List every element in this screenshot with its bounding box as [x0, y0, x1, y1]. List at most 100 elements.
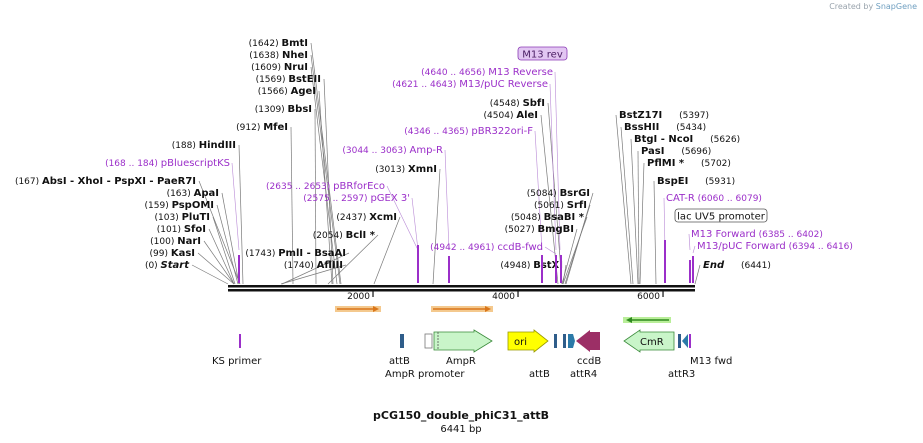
site-apai: (163) ApaI [167, 188, 219, 199]
site-name: BtgI - NcoI [634, 134, 693, 145]
m13-fwd-feature [689, 334, 691, 348]
svg-text:M13/pUC Forward (6394 .. 641: M13/pUC Forward (6394 .. 6416) [697, 241, 853, 252]
svg-text:(4548) SbfI: (4548) SbfI [490, 98, 545, 109]
m13-rev-box-text: M13 rev [522, 50, 563, 61]
lac-uv5-promoter-box-text: lac UV5 promoter [677, 212, 766, 223]
site-name: PluTI [182, 212, 210, 223]
site-position: (5626) [707, 135, 740, 145]
site-position: (4504) [484, 111, 517, 121]
primer-range: (4640 .. 4656) [421, 68, 488, 78]
svg-text:PasI (5696): PasI (5696) [641, 146, 711, 157]
site-position: (5061) [534, 201, 567, 211]
primer-label-9: M13 Forward (6385 .. 6402) [691, 229, 823, 240]
site-name: BsrGI [560, 188, 590, 199]
site-absi: (167) AbsI - XhoI - PspXI - PaeR7I [15, 176, 196, 187]
primer-range: (6060 .. 6079) [695, 194, 762, 204]
site-connector [694, 264, 701, 285]
lac-uv5-promoter-box [674, 208, 768, 223]
site-position: (1609) [251, 63, 284, 73]
primer-label-8: CAT-R (6060 .. 6079) [666, 193, 762, 204]
site-pmli: (1743) PmlI - BsaAI [245, 248, 346, 259]
site-position: (2437) [336, 213, 369, 223]
svg-text:(100) NarI: (100) NarI [150, 236, 201, 247]
site-position: (6441) [738, 261, 771, 271]
site-connector [562, 216, 588, 285]
primer-label-4: (4640 .. 4656) M13 Reverse [421, 67, 553, 78]
site-name: AgeI [291, 86, 316, 97]
svg-text:(4640 .. 4656) M13 Reverse: (4640 .. 4656) M13 Reverse [421, 67, 553, 78]
primer-range: (4942 .. 4961) [430, 243, 497, 253]
site-nhei: (1638) NheI [249, 50, 308, 61]
site-xmni: (3013) XmnI [375, 164, 437, 175]
primer-name: pBRforEco [333, 181, 385, 192]
primer-name: ccdB-fwd [497, 242, 543, 253]
primer-name: pBluescriptKS [161, 158, 230, 169]
site-connector [562, 264, 567, 285]
primer-range: (6394 .. 6416) [786, 242, 853, 252]
svg-text:(1740) AflIII: (1740) AflIII [284, 260, 343, 271]
site-bmgbi: (5027) BmgBI [505, 224, 574, 235]
svg-text:BstZ17I (5397): BstZ17I (5397) [619, 110, 709, 121]
site-position: (100) [150, 237, 177, 247]
site-position: (5048) [511, 213, 544, 223]
site-position: (2054) [313, 231, 346, 241]
site-name: BspEI [657, 176, 688, 187]
site-connector [310, 66, 338, 285]
site-name: BbsI [288, 104, 312, 115]
primer-connector [544, 246, 557, 255]
site-name: AleI [516, 110, 538, 121]
site-connector [432, 168, 441, 285]
site-name: NheI [282, 50, 308, 61]
svg-text:(1638) NheI: (1638) NheI [249, 50, 308, 61]
site-pflmi: PflMI * (5702) [647, 158, 731, 169]
site-position: (167) [15, 177, 42, 187]
backbone-lower-strand [228, 289, 695, 292]
site-position: (1638) [249, 51, 282, 61]
site-connector [637, 150, 640, 285]
site-position: (1566) [258, 87, 291, 97]
primer-connector [444, 149, 450, 251]
backbone-upper-strand [228, 285, 695, 288]
feature-label-attR3: attR3 [668, 369, 695, 380]
site-name: PflMI * [647, 158, 685, 169]
snapgene-credit: Created by SnapGene [829, 2, 917, 11]
primer-connector [411, 197, 419, 251]
site-connector [547, 102, 563, 285]
site-end: End (6441) [703, 260, 771, 271]
backbone [228, 285, 695, 292]
site-name: NruI [284, 62, 308, 73]
svg-text:(1642) BmtI: (1642) BmtI [249, 38, 308, 49]
svg-text:(2437) XcmI: (2437) XcmI [336, 212, 397, 223]
site-position: (1309) [255, 105, 288, 115]
site-name: AflIII [317, 260, 343, 271]
svg-text:(103) PluTI: (103) PluTI [155, 212, 210, 223]
primer-range: (2575 .. 2597) [303, 194, 370, 204]
svg-text:(188) HindIII: (188) HindIII [172, 140, 236, 151]
primer-connector [688, 233, 691, 251]
site-name: SfoI [184, 224, 206, 235]
site-position: (1569) [256, 75, 289, 85]
svg-text:BspEI (5931): BspEI (5931) [657, 176, 735, 187]
site-name: BmgBI [537, 224, 574, 235]
cmR-feature [623, 329, 675, 353]
feature-label-ks-primer: KS primer [212, 356, 262, 367]
primer-name: Amp-R [410, 145, 444, 156]
primer-label-0: (168 .. 184) pBluescriptKS [105, 158, 230, 169]
primer-connector [534, 130, 543, 251]
attB-feature-2 [554, 334, 557, 348]
attR4-feature-1 [563, 334, 566, 348]
site-connector [281, 252, 350, 285]
site-position: (4548) [490, 99, 523, 109]
site-bspei: BspEI (5931) [657, 176, 735, 187]
site-connector [310, 54, 341, 285]
primer-name: pBR322ori-F [471, 126, 533, 137]
site-sfoi: (101) SfoI [157, 224, 206, 235]
site-connector [620, 126, 634, 285]
credit-brand: SnapGene [875, 2, 917, 11]
site-bcli: (2054) BclI * [313, 230, 376, 241]
site-pasi: PasI (5696) [641, 146, 711, 157]
primer-label-10: M13/pUC Forward (6394 .. 6416) [697, 241, 853, 252]
site-btgi: BtgI - NcoI (5626) [634, 134, 740, 145]
primer-label-6: (4346 .. 4365) pBR322ori-F [404, 126, 533, 137]
